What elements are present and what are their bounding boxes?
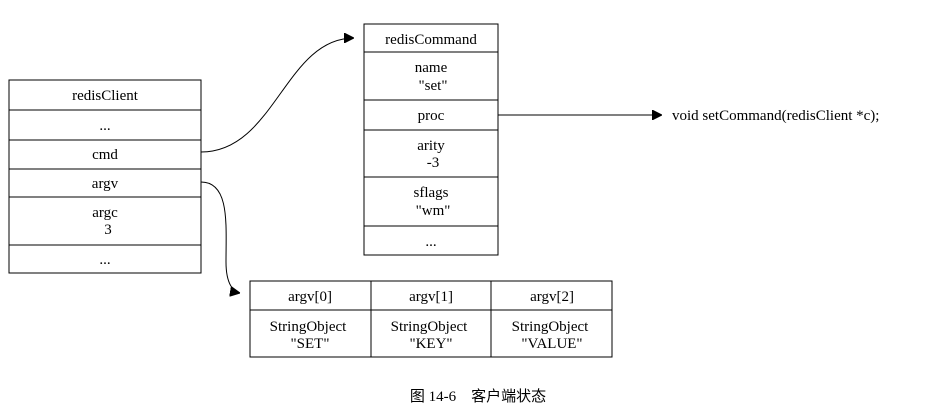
redis-command-field-ellipsis: ... xyxy=(425,234,436,250)
argv-cell-1-type: StringObject xyxy=(391,319,468,335)
argv-array: argv[0] argv[1] argv[2] StringObject "SE… xyxy=(249,280,613,358)
redis-client-field-argc-value: 3 xyxy=(104,222,112,238)
redis-client-struct: redisClient ... cmd argv argc 3 ... xyxy=(8,79,202,274)
edge-argv-to-argv-array xyxy=(200,181,240,293)
redis-command-field-proc: proc xyxy=(418,108,445,124)
redis-client-field-argv: argv xyxy=(92,176,119,192)
redis-command-field-sflags-value: "wm" xyxy=(416,203,451,219)
argv-header-2: argv[2] xyxy=(530,289,574,305)
figure-caption: 图 14-6 客户端状态 xyxy=(410,388,546,405)
redis-command-field-arity-value: -3 xyxy=(427,155,440,171)
redis-client-field-cmd: cmd xyxy=(92,147,118,163)
redis-command-field-sflags: sflags xyxy=(414,185,449,201)
redis-client-field-argc: argc xyxy=(92,205,118,221)
redis-client-field-ellipsis-top: ... xyxy=(99,118,110,134)
redis-command-struct: redisCommand name "set" proc arity -3 sf… xyxy=(363,23,499,256)
proc-target-label: void setCommand(redisClient *c); xyxy=(672,108,879,124)
redis-command-field-name-value: "set" xyxy=(419,78,448,94)
redis-command-title: redisCommand xyxy=(385,32,477,48)
argv-cell-2-type: StringObject xyxy=(512,319,589,335)
edge-cmd-to-redis-command xyxy=(200,38,354,153)
argv-cell-0-value: "SET" xyxy=(291,336,330,352)
redis-client-title: redisClient xyxy=(72,88,139,104)
argv-cell-2-value: "VALUE" xyxy=(521,336,582,352)
redis-command-field-arity: arity xyxy=(417,138,445,154)
argv-cell-0-type: StringObject xyxy=(270,319,347,335)
argv-header-0: argv[0] xyxy=(288,289,332,305)
argv-header-1: argv[1] xyxy=(409,289,453,305)
argv-cell-1-value: "KEY" xyxy=(409,336,452,352)
redis-client-field-ellipsis-bottom: ... xyxy=(99,252,110,268)
redis-command-field-name: name xyxy=(415,60,448,76)
